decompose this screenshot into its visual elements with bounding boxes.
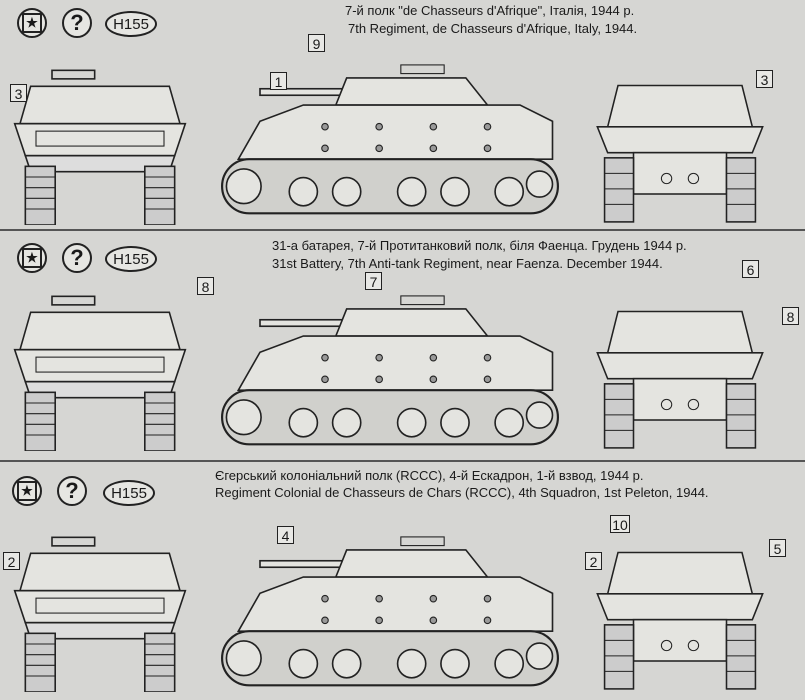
callout-decal: 6 bbox=[742, 260, 759, 278]
paint-code-badge: H155 bbox=[103, 480, 155, 506]
caption-ukrainian: 31-а батарея, 7-й Протитанковий полк, бі… bbox=[272, 238, 687, 253]
front-view-drawing bbox=[5, 291, 195, 451]
scheme-panel-3: ★ ? H155 Єгерський колоніальний полк (RC… bbox=[0, 462, 805, 700]
paint-code-badge: H155 bbox=[105, 246, 157, 272]
callout-decal: 3 bbox=[756, 70, 773, 88]
caption-english: 31st Battery, 7th Anti-tank Regiment, ne… bbox=[272, 256, 663, 271]
question-mark-icon: ? bbox=[57, 476, 87, 506]
callout-decal: 8 bbox=[197, 277, 214, 295]
side-view-drawing bbox=[195, 527, 585, 692]
callout-decal: 5 bbox=[769, 539, 786, 557]
paint-code-badge: H155 bbox=[105, 11, 157, 37]
star-badge-icon: ★ bbox=[17, 8, 47, 38]
question-mark-icon: ? bbox=[62, 8, 92, 38]
question-mark-icon: ? bbox=[62, 243, 92, 273]
callout-decal: 2 bbox=[585, 552, 602, 570]
caption-ukrainian: Єгерський колоніальний полк (RCCC), 4-й … bbox=[215, 468, 644, 483]
panel-divider bbox=[0, 229, 805, 231]
caption-ukrainian: 7-й полк "de Chasseurs d'Afrique", Італі… bbox=[345, 3, 635, 18]
front-view-drawing bbox=[5, 532, 195, 692]
scheme-panel-2: ★ ? H155 31-а батарея, 7-й Протитанковий… bbox=[0, 231, 805, 459]
side-view-drawing bbox=[195, 55, 585, 220]
callout-decal: 9 bbox=[308, 34, 325, 52]
callout-decal: 3 bbox=[10, 84, 27, 102]
side-view-drawing bbox=[195, 286, 585, 451]
panel-divider bbox=[0, 460, 805, 462]
rear-view-drawing bbox=[590, 537, 770, 692]
star-badge-icon: ★ bbox=[17, 243, 47, 273]
callout-decal: 4 bbox=[277, 526, 294, 544]
callout-decal: 1 bbox=[270, 72, 287, 90]
caption-english: 7th Regiment, de Chasseurs d'Afrique, It… bbox=[348, 21, 638, 36]
callout-decal: 2 bbox=[3, 552, 20, 570]
callout-decal: 10 bbox=[610, 515, 630, 533]
scheme-panel-1: ★ ? H155 7-й полк "de Chasseurs d'Afriqu… bbox=[0, 0, 805, 228]
caption-english: Regiment Colonial de Chasseurs de Chars … bbox=[215, 485, 709, 500]
rear-view-drawing bbox=[590, 70, 770, 225]
front-view-drawing bbox=[5, 65, 195, 225]
callout-decal: 7 bbox=[365, 272, 382, 290]
rear-view-drawing bbox=[590, 296, 770, 451]
star-badge-icon: ★ bbox=[12, 476, 42, 506]
callout-decal: 8 bbox=[782, 307, 799, 325]
